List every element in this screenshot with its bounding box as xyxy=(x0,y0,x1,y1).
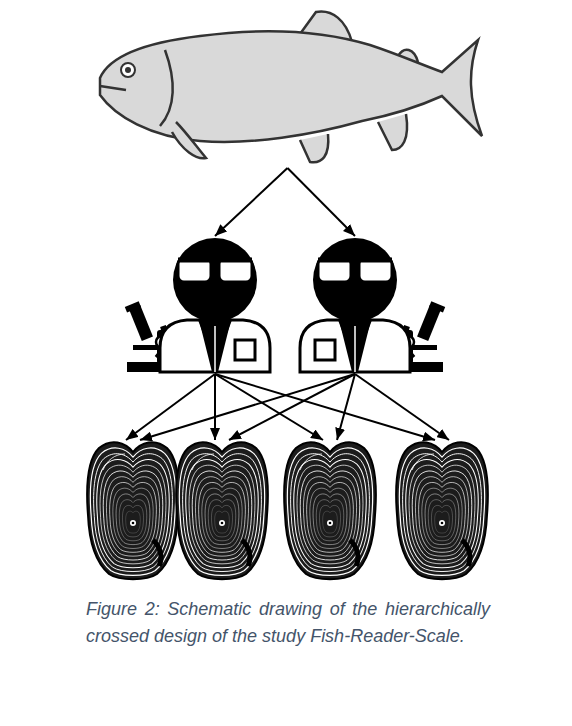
arrow-connector xyxy=(215,374,323,440)
reader-node xyxy=(135,236,295,374)
pectoral-fin xyxy=(172,122,206,158)
scale-drawing xyxy=(176,442,268,579)
scale-node xyxy=(175,440,269,580)
caption-area: Figure 2: Schematic drawing of the hiera… xyxy=(86,596,490,650)
reader-drawing xyxy=(300,238,445,372)
reader-drawing xyxy=(125,238,270,372)
scale-node xyxy=(395,440,489,580)
fish-node xyxy=(95,10,480,168)
fish-pupil xyxy=(125,67,131,73)
gill-line xyxy=(160,50,173,126)
mouth-line xyxy=(100,86,126,90)
arrow-connector xyxy=(126,374,215,440)
pelvic-fin xyxy=(300,134,328,162)
scale-node xyxy=(86,440,180,580)
scale-node xyxy=(283,440,377,580)
scale-drawing xyxy=(87,442,179,579)
arrow-connector xyxy=(214,374,216,440)
arrow-connector xyxy=(215,168,288,236)
arrow-connector xyxy=(140,374,355,440)
arrow-connector xyxy=(288,168,356,236)
reader-node xyxy=(275,236,435,374)
scale-drawing xyxy=(396,442,488,579)
fish-eye xyxy=(121,63,135,77)
arrow-connector xyxy=(229,374,355,440)
fish-drawing xyxy=(100,12,482,163)
anal-fin xyxy=(378,114,407,150)
figure-caption: Figure 2: Schematic drawing of the hiera… xyxy=(86,596,490,650)
arrow-connector xyxy=(215,374,435,440)
arrow-connector xyxy=(337,374,355,440)
scale-drawing xyxy=(284,442,376,579)
fish-body xyxy=(100,31,482,142)
arrow-connector xyxy=(355,374,449,440)
